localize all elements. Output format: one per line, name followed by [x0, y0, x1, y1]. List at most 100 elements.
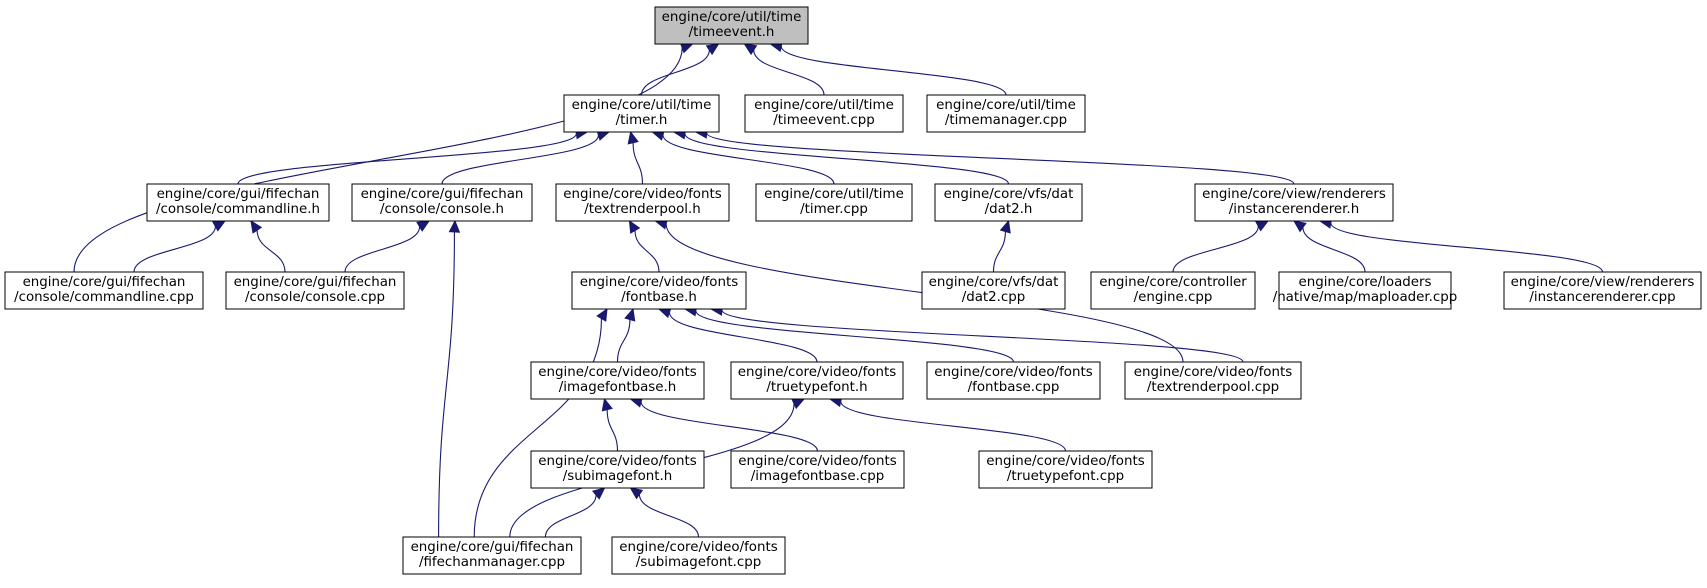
file-node-label-line: engine/core/view/renderers: [1202, 187, 1386, 202]
edge-line: [634, 230, 660, 273]
edge-line: [662, 134, 835, 185]
file-node-label-line: engine/core/video/fonts: [934, 365, 1092, 380]
file-node-truetypefont-cpp[interactable]: engine/core/video/fonts/truetypefont.cpp: [978, 450, 1153, 489]
file-node-dat2-h[interactable]: engine/core/vfs/dat/dat2.h: [934, 183, 1083, 222]
file-node-box: [225, 271, 405, 310]
edge-line: [992, 231, 1006, 273]
file-node-timeevent-h[interactable]: engine/core/util/time/timeevent.h: [654, 6, 809, 45]
file-node-commandline-h[interactable]: engine/core/gui/fifechan/console/command…: [146, 183, 330, 222]
file-node-instancerenderer-h[interactable]: engine/core/view/renderers/instancerende…: [1194, 183, 1394, 222]
file-node-fontbase-h[interactable]: engine/core/video/fonts/fontbase.h: [571, 271, 747, 310]
file-node-label-line: /timer.cpp: [800, 202, 868, 217]
file-node-imagefontbase-cpp[interactable]: engine/core/video/fonts/imagefontbase.cp…: [730, 450, 905, 489]
edge-line: [640, 49, 710, 96]
file-node-console-cpp[interactable]: engine/core/gui/fifechan/console/console…: [225, 271, 405, 310]
dependency-edge-fontbase_h-textrenderpool_cpp: [709, 304, 1244, 363]
dependency-edge-instancerenderer_h-maploader_cpp: [1293, 220, 1366, 273]
file-node-label-line: engine/core/gui/fifechan: [361, 187, 524, 202]
file-node-label-line: /native/map/maploader.cpp: [1273, 290, 1458, 305]
file-node-label-line: engine/core/video/fonts: [563, 187, 721, 202]
edge-arrowhead: [212, 220, 227, 232]
file-node-box: [146, 183, 330, 222]
file-node-label-line: engine/core/util/time: [764, 187, 904, 202]
file-node-label-line: engine/core/video/fonts: [738, 454, 896, 469]
dependency-edge-truetypefont_h-truetypefont_cpp: [828, 395, 1067, 452]
edge-line: [632, 142, 644, 185]
file-node-instancerenderer-cpp[interactable]: engine/core/view/renderers/instancerende…: [1503, 271, 1702, 310]
dependency-edge-commandline_h-console_cpp: [250, 219, 286, 273]
edge-arrowhead: [250, 219, 263, 234]
edge-line: [840, 401, 1067, 452]
file-node-box: [926, 94, 1086, 133]
file-node-label-line: engine/core/gui/fifechan: [234, 275, 397, 290]
edge-line: [1330, 222, 1604, 273]
dependency-edge-console_h-fifechanmanager_cpp: [438, 219, 461, 538]
file-node-label-line: /fontbase.h: [621, 290, 697, 305]
file-node-timemanager-cpp[interactable]: engine/core/util/time/timemanager.cpp: [926, 94, 1086, 133]
file-node-box: [4, 271, 204, 310]
file-node-box: [978, 450, 1153, 489]
file-node-subimagefont-cpp[interactable]: engine/core/video/fonts/subimagefont.cpp: [611, 536, 786, 575]
file-node-box: [921, 271, 1066, 310]
file-node-label-line: engine/core/video/fonts: [538, 454, 696, 469]
edge-arrowhead: [629, 487, 644, 500]
file-node-maploader-cpp[interactable]: engine/core/loaders/native/map/maploader…: [1273, 271, 1458, 310]
file-node-truetypefont-h[interactable]: engine/core/video/fonts/truetypefont.h: [730, 361, 904, 400]
file-node-label-line: engine/core/video/fonts: [580, 275, 738, 290]
file-node-label-line: /fifechanmanager.cpp: [419, 555, 565, 570]
dependency-edge-imagefontbase_h-imagefontbase_cpp: [629, 396, 819, 452]
file-node-timeevent-cpp[interactable]: engine/core/util/time/timeevent.cpp: [744, 94, 904, 133]
file-node-label-line: /engine.cpp: [1134, 290, 1213, 305]
edge-arrowhead: [743, 43, 758, 56]
file-node-textrenderpool-h[interactable]: engine/core/video/fonts/textrenderpool.h: [555, 183, 730, 222]
file-node-textrenderpool-cpp[interactable]: engine/core/video/fonts/textrenderpool.c…: [1124, 361, 1302, 400]
file-node-label-line: engine/core/controller: [1099, 275, 1247, 290]
file-node-commandline-cpp[interactable]: engine/core/gui/fifechan/console/command…: [4, 271, 204, 310]
file-node-box: [555, 183, 730, 222]
file-node-box: [934, 183, 1083, 222]
dependency-edge-console_h-console_cpp: [344, 220, 431, 273]
dependency-edge-fontbase_h-truetypefont_h: [657, 307, 818, 363]
dependency-edge-instancerenderer_h-engine_cpp: [1172, 220, 1270, 273]
file-node-label-line: /textrenderpool.cpp: [1147, 380, 1279, 395]
edge-line: [780, 46, 1007, 96]
edge-line: [237, 133, 577, 185]
file-node-label-line: /console/console.h: [380, 202, 504, 217]
edge-line: [606, 409, 619, 452]
dependency-edge-timeevent_h-timer_h: [640, 43, 720, 96]
file-node-label-line: /console/commandline.cpp: [14, 290, 194, 305]
edge-line: [638, 494, 700, 538]
file-node-label-line: engine/core/util/time: [936, 98, 1076, 113]
edge-line: [640, 401, 819, 452]
file-node-label-line: engine/core/vfs/dat: [929, 275, 1059, 290]
file-node-box: [730, 450, 905, 489]
file-node-timer-h[interactable]: engine/core/util/time/timer.h: [563, 94, 720, 133]
file-node-console-h[interactable]: engine/core/gui/fifechan/console/console…: [351, 183, 533, 222]
edge-arrowhead: [999, 219, 1011, 234]
file-node-box: [926, 361, 1101, 400]
file-node-imagefontbase-h[interactable]: engine/core/video/fonts/imagefontbase.h: [530, 361, 705, 400]
file-node-label-line: engine/core/video/fonts: [619, 540, 777, 555]
file-node-box: [744, 94, 904, 133]
edge-line: [706, 132, 1295, 185]
edge-arrowhead: [416, 220, 431, 232]
file-node-fifechanmanager-cpp[interactable]: engine/core/gui/fifechan/fifechanmanager…: [402, 536, 582, 575]
file-node-box: [402, 536, 582, 575]
file-node-label-line: /imagefontbase.cpp: [751, 469, 884, 484]
file-node-fontbase-cpp[interactable]: engine/core/video/fonts/fontbase.cpp: [926, 361, 1101, 400]
edge-line: [695, 310, 1015, 363]
edge-arrowhead: [601, 397, 613, 412]
file-node-subimagefont-h[interactable]: engine/core/video/fonts/subimagefont.h: [530, 450, 705, 489]
file-node-label-line: /timeevent.cpp: [773, 113, 875, 128]
dependency-edge-commandline_h-commandline_cpp: [133, 220, 227, 273]
file-node-dat2-cpp[interactable]: engine/core/vfs/dat/dat2.cpp: [921, 271, 1066, 310]
file-node-box: [730, 361, 904, 400]
file-node-label-line: engine/core/video/fonts: [986, 454, 1144, 469]
file-node-box: [1090, 271, 1256, 310]
file-node-timer-cpp[interactable]: engine/core/util/time/timer.cpp: [755, 183, 913, 222]
file-node-engine-cpp[interactable]: engine/core/controller/engine.cpp: [1090, 271, 1256, 310]
edge-line: [616, 319, 631, 363]
file-node-label-line: /truetypefont.cpp: [1007, 469, 1124, 484]
edge-arrowhead: [628, 219, 641, 234]
